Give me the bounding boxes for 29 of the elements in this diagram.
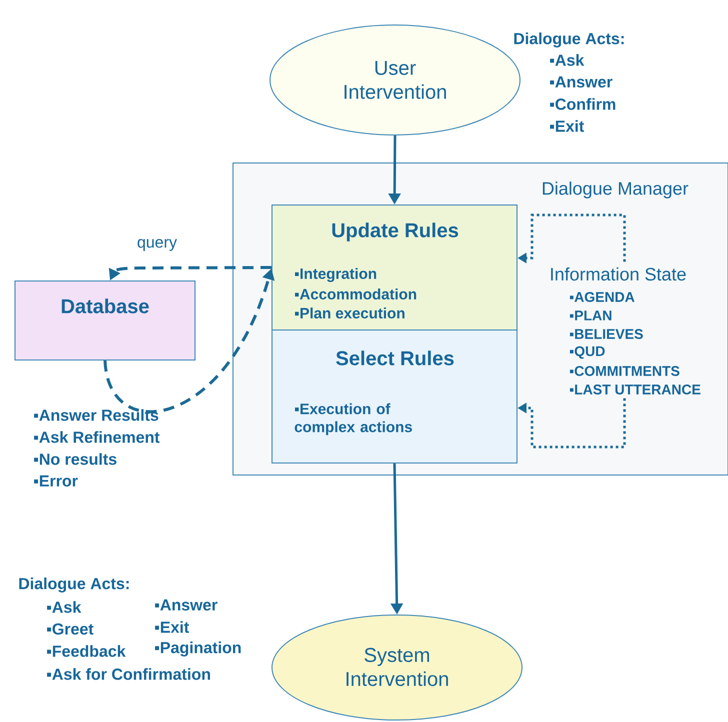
- list-item: ▪QUD: [570, 346, 605, 359]
- panel-heading: Dialogue Manager: [542, 182, 688, 198]
- list-item: ▪No results: [34, 453, 116, 465]
- list-item: ▪Ask: [550, 54, 584, 66]
- list-item: ▪AGENDA: [570, 292, 634, 302]
- edge-label: query: [135, 237, 180, 253]
- list-heading: Information State: [551, 267, 686, 281]
- list-item: ▪Answer Results: [34, 409, 158, 421]
- list-item: ▪Feedback: [47, 645, 126, 657]
- list-item: ▪Pagination: [155, 642, 241, 656]
- list-item: ▪Answer: [550, 76, 612, 88]
- list-item: ▪Ask: [47, 601, 82, 613]
- list-item: ▪Answer: [155, 599, 218, 611]
- rules-box: Select Rules ▪Execution of complex actions: [272, 330, 518, 464]
- list-item: ▪Ask for Confirmation: [47, 668, 210, 680]
- list-item: ▪Exit: [155, 621, 190, 633]
- list-item: ▪BELIEVES: [570, 329, 643, 339]
- list-item: ▪Greet: [47, 623, 94, 635]
- list-item: ▪Confirm: [550, 98, 616, 110]
- list-item: ▪Ask Refinement: [34, 431, 160, 443]
- list-heading: Dialogue Acts:: [19, 578, 129, 592]
- ellipse-node: System Intervention: [272, 614, 522, 720]
- rules-box: Database: [14, 280, 196, 360]
- list-item: ▪Error: [34, 475, 78, 487]
- list-item: ▪COMMITMENTS: [570, 366, 680, 376]
- rules-box: Update Rules ▪Integration ▪Accommodation ▪Plan execution: [272, 204, 518, 330]
- list-item: ▪Exit: [550, 120, 584, 132]
- list-item: ▪LAST UTTERANCE: [570, 384, 700, 394]
- list-item: ▪PLAN: [570, 310, 612, 320]
